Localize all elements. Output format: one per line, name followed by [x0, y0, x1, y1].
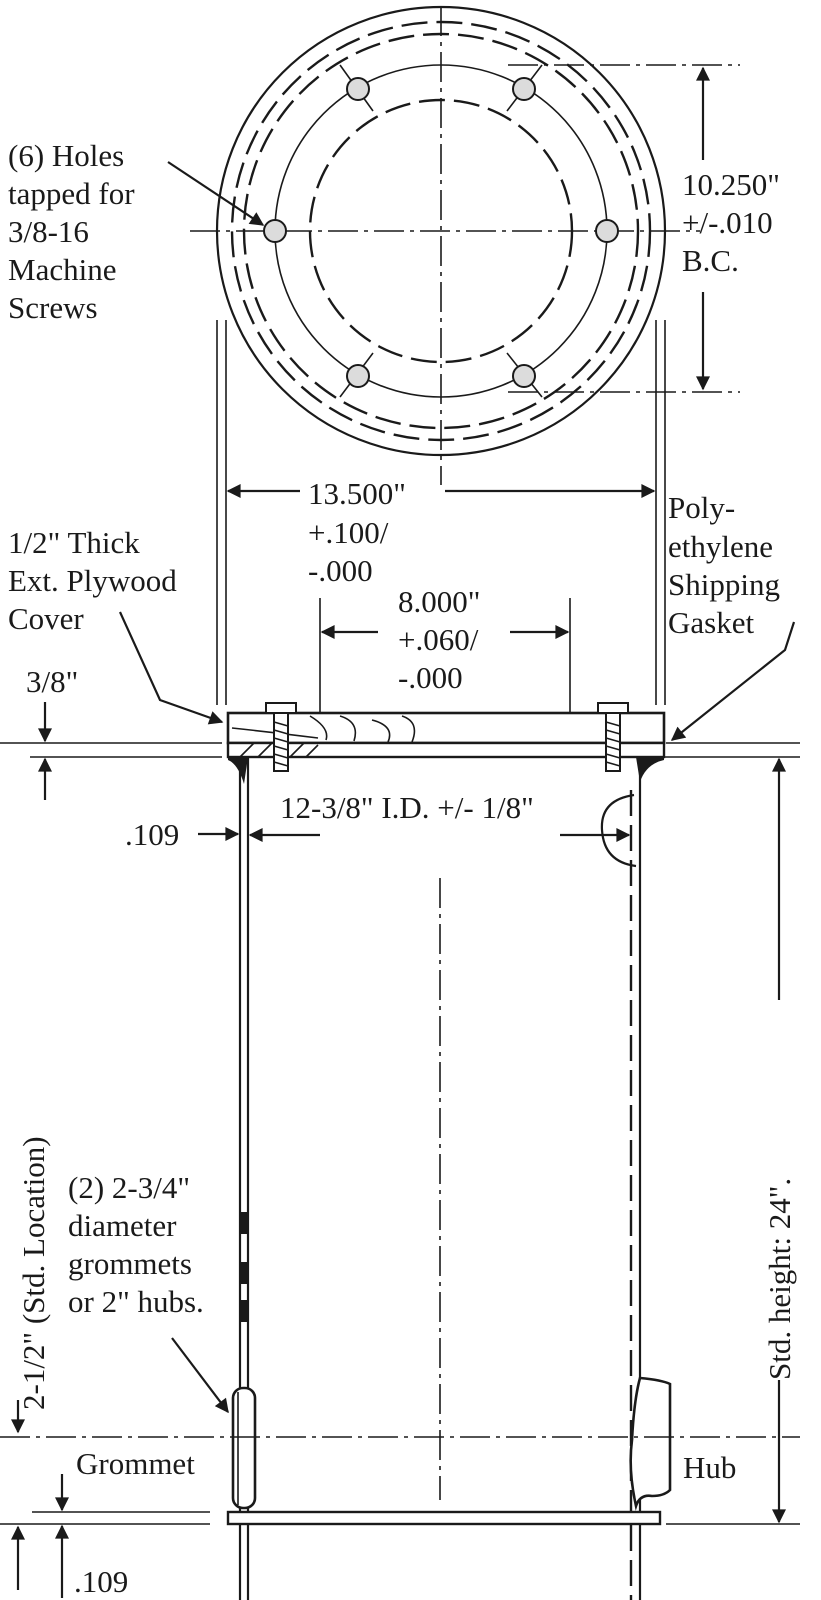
flange-fillet-left [228, 757, 248, 784]
hub-label: Hub [683, 1450, 736, 1485]
grommet-slot [241, 1262, 248, 1284]
tapped-hole [595, 219, 619, 243]
grommet-slot [241, 1300, 248, 1322]
hub-shape [629, 1376, 672, 1511]
outer-diameter-dimension: 13.500" +.100/ -.000 [226, 476, 656, 588]
holes-leader-arrow [167, 161, 265, 226]
cover-thickness-label: 3/8" [26, 664, 78, 699]
bottom-thickness-label: .109 [74, 1564, 128, 1599]
projection-lines [216, 320, 666, 705]
top-view: (6) Holes tapped for 3/8-16 Machine Scre… [8, 5, 788, 485]
tapped-hole [512, 77, 536, 101]
gasket-leader-arrow [670, 621, 796, 741]
outer-diameter-label: 13.500" +.100/ -.000 [308, 476, 414, 588]
opening-label: 8.000" +.060/ -.000 [398, 584, 488, 695]
inspection-bulge [600, 793, 637, 868]
gasket-hatch [239, 742, 319, 758]
gasket-label: Poly- ethylene Shipping Gasket [668, 490, 788, 640]
wood-grain [231, 715, 416, 743]
tapped-hole [346, 364, 370, 388]
bolt-left [265, 702, 297, 772]
grommet-slot [241, 1212, 248, 1234]
holes-label: (6) Holes tapped for 3/8-16 Machine Scre… [8, 138, 142, 325]
can-bottom [226, 1510, 662, 1526]
cover-label: 1/2" Thick Ext. Plywood Cover [8, 525, 185, 636]
tapped-hole [263, 219, 287, 243]
grommet-label: Grommet [76, 1446, 195, 1481]
plywood-cover [226, 711, 666, 745]
flange-fillet-right [636, 757, 664, 782]
grommet-shape [231, 1386, 257, 1510]
std-location-label: 2-1/2" (Std. Location) [16, 1136, 51, 1410]
inner-diameter-label: 12-3/8" I.D. +/- 1/8" [280, 790, 534, 825]
side-view: 12-3/8" I.D. +/- 1/8" .109 3/8" Std. hei… [0, 664, 800, 1600]
tapped-hole [512, 364, 536, 388]
shipping-gasket [226, 741, 666, 759]
std-height-label: Std. height: 24". [762, 1178, 797, 1380]
bolt-right [597, 702, 629, 772]
grommets-label: (2) 2-3/4" diameter grommets or 2" hubs. [68, 1170, 204, 1319]
grommets-leader-arrow [171, 1337, 229, 1414]
cover-leader-arrow [118, 611, 224, 725]
bolt-circle-label: 10.250" +/-.010 B.C. [682, 167, 788, 278]
opening-dimension: 8.000" +.060/ -.000 [319, 584, 571, 738]
wall-thickness-label: .109 [125, 817, 179, 852]
tapped-hole [346, 77, 370, 101]
